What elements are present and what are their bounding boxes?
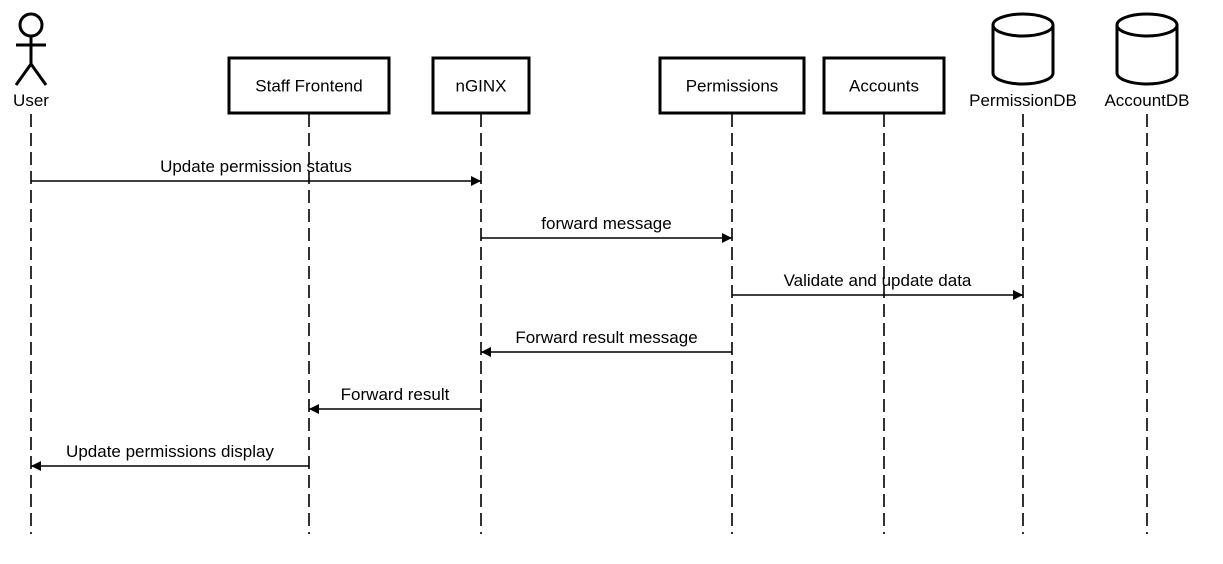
- participant-label: PermissionDB: [969, 91, 1077, 110]
- message-6: Update permissions display: [31, 442, 309, 471]
- participant-permissions: Permissions: [658, 56, 806, 115]
- participant-accounts: Accounts: [822, 56, 946, 115]
- database-icon: [1115, 12, 1179, 86]
- participant-user: User: [13, 12, 49, 110]
- message-3: Validate and update data: [732, 271, 1023, 300]
- participant-box: [822, 56, 946, 115]
- message-5: Forward result: [309, 385, 481, 414]
- participant-label: AccountDB: [1104, 91, 1189, 110]
- message-label: Update permission status: [160, 157, 352, 176]
- participant-label: User: [13, 91, 49, 110]
- participant-accountdb: AccountDB: [1104, 12, 1190, 110]
- participant-box: [658, 56, 806, 115]
- database-icon: [991, 12, 1055, 86]
- message-label: Forward result: [341, 385, 450, 404]
- message-label: Validate and update data: [784, 271, 972, 290]
- participant-label: nGINX: [455, 77, 506, 96]
- participant-nginx: nGINX: [431, 56, 531, 115]
- participant-label: Accounts: [849, 77, 919, 96]
- message-label: Forward result message: [515, 328, 697, 347]
- participant-box: [431, 56, 531, 115]
- actor-figure-icon: [14, 12, 48, 86]
- participant-box: [227, 56, 391, 115]
- message-label: Update permissions display: [66, 442, 274, 461]
- message-2: forward message: [481, 214, 732, 243]
- message-4: Forward result message: [481, 328, 732, 357]
- lifelines: [30, 114, 1148, 534]
- participant-permissiondb: PermissionDB: [969, 12, 1077, 110]
- message-1: Update permission status: [31, 157, 481, 186]
- participant-staff-frontend: Staff Frontend: [227, 56, 391, 115]
- participant-label: Permissions: [686, 77, 779, 96]
- message-label: forward message: [541, 214, 671, 233]
- messages: Update permission status forward messageV…: [31, 157, 1023, 471]
- participant-label: Staff Frontend: [255, 77, 362, 96]
